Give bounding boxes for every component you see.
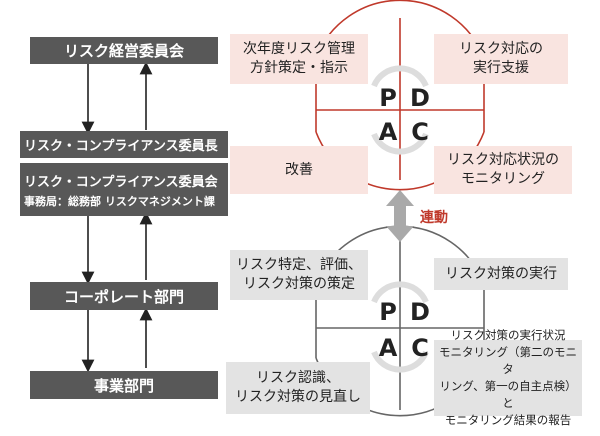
top-act-box: 改善 [230, 146, 368, 194]
link-label: 連動 [420, 210, 448, 226]
top-plan-box: 次年度リスク管理 方針策定・指示 [230, 34, 368, 84]
top-letter-d: D [410, 84, 430, 112]
bottom-check-line-2: モニタリング（第二のモニタ [439, 345, 577, 376]
bottom-check-line-3: リング、第一の自主点検）と [439, 379, 577, 410]
bottom-letter-d: D [410, 298, 430, 326]
secretariat-label: 事務局：総務部 リスクマネジメント課 [24, 194, 215, 208]
link-double-arrow [386, 190, 414, 242]
bottom-do-box: リスク対策の実行 [434, 258, 568, 290]
bottom-check-box: リスク対策の実行状況 モニタリング（第二のモニタ リング、第一の自主点検）と モ… [434, 328, 582, 427]
compliance-committee-box: リスク・コンプライアンス委員会 事務局：総務部 リスクマネジメント課 [20, 163, 228, 216]
top-check-box: リスク対応状況の モニタリング [434, 146, 572, 194]
bottom-act-box: リスク認識、 リスク対策の見直し [226, 362, 370, 414]
risk-management-committee-box: リスク経営委員会 [30, 37, 218, 64]
corporate-division-box: コーポレート部門 [30, 282, 218, 310]
compliance-committee-label: リスク・コンプライアンス委員会 [24, 174, 218, 190]
bottom-letter-p: P [379, 298, 397, 326]
bottom-letter-a: A [378, 334, 398, 362]
bottom-cycle-circle [315, 225, 485, 417]
bottom-check-line-4: モニタリング結果の報告 [444, 413, 572, 427]
committee-chair-box: リスク・コンプライアンス委員長 [20, 131, 228, 158]
bottom-plan-box: リスク特定、評価、 リスク対策の策定 [230, 250, 368, 300]
top-letter-p: P [379, 84, 397, 112]
top-letter-c: C [411, 118, 429, 146]
business-division-box: 事業部門 [30, 371, 218, 399]
bottom-letter-c: C [411, 334, 429, 362]
top-letter-a: A [378, 118, 398, 146]
top-do-box: リスク対応の 実行支援 [434, 34, 568, 84]
top-cycle-circle [315, 0, 485, 191]
bottom-check-line-1: リスク対策の実行状況 [450, 328, 566, 342]
